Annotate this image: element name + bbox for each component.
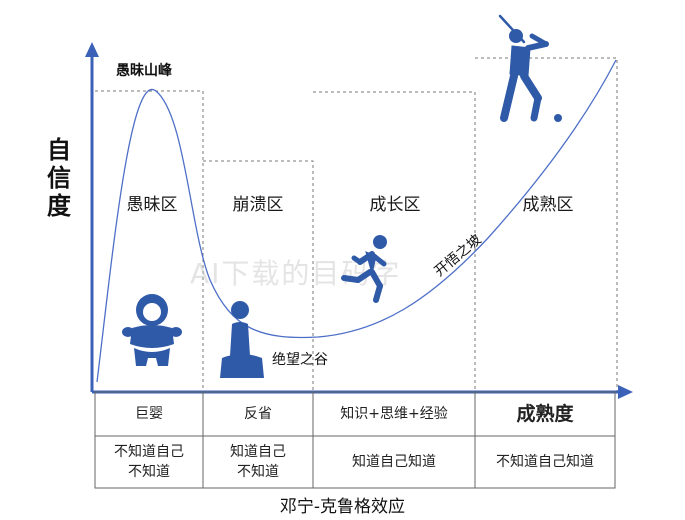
y-axis-label: 自 信 度 <box>44 136 74 220</box>
valley-label: 绝望之谷 <box>272 352 328 368</box>
baby-icon <box>122 294 182 366</box>
stage-cell: 成熟度 <box>516 403 574 425</box>
zone-boxes <box>95 57 618 392</box>
knowledge-cell: 不知道自己 不知道 <box>95 436 203 488</box>
stage-cell: 知识+思维+经验 <box>340 406 448 422</box>
knowledge-line: 不知道自己知道 <box>496 454 594 470</box>
knowledge-line: 知道自己 <box>230 444 286 460</box>
knowledge-cell: 知道自己知道 <box>313 436 475 488</box>
stage-cell: 反省 <box>244 406 272 422</box>
zone-label: 崩溃区 <box>232 195 284 215</box>
golfer-icon <box>498 14 562 122</box>
knowledge-line: 不知道 <box>237 464 279 480</box>
zone-label: 成长区 <box>369 195 421 215</box>
zone-label: 愚昧区 <box>126 195 178 215</box>
peak-label: 愚昧山峰 <box>116 63 172 79</box>
zone-label: 成熟区 <box>522 195 574 215</box>
y-axis-char: 自 <box>47 136 71 164</box>
knowledge-line: 知道自己知道 <box>352 454 436 470</box>
knowledge-cell: 知道自己 不知道 <box>203 436 313 488</box>
knowledge-line: 不知道 <box>128 464 170 480</box>
x-axis-caption: 邓宁-克鲁格效应 <box>279 497 406 517</box>
running-person-icon <box>341 235 387 303</box>
table-grid <box>94 391 616 489</box>
knowledge-line: 不知道自己 <box>114 444 184 460</box>
y-axis-char: 信 <box>47 164 71 192</box>
meditating-person-icon <box>220 301 264 378</box>
knowledge-cell: 不知道自己知道 <box>475 436 615 488</box>
stage-cell: 巨婴 <box>135 406 163 422</box>
y-axis-char: 度 <box>47 192 71 220</box>
